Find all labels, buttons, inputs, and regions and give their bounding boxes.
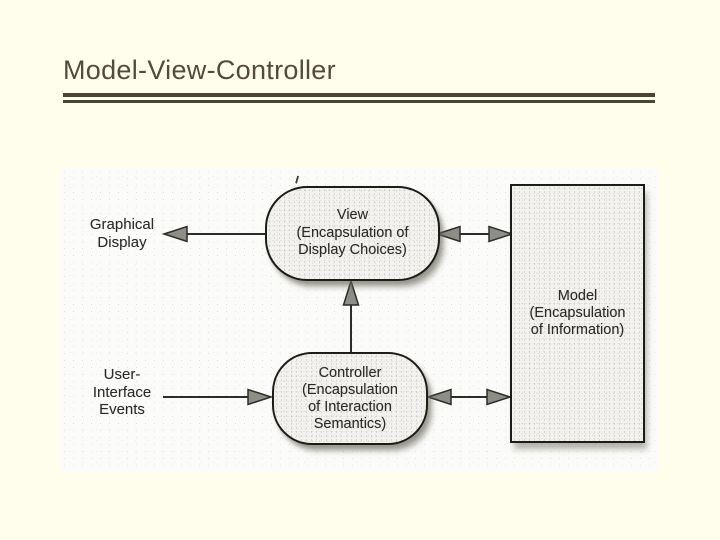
text-line: Events (99, 401, 145, 418)
text-line: Graphical (89, 216, 155, 233)
diagram-arrows (161, 225, 515, 406)
mvc-diagram-panel: Graphical Display User- Interface Events… (60, 168, 658, 472)
arrow-view-to-graphical-display (161, 225, 266, 243)
text-line: View (336, 207, 369, 224)
node-view: View (Encapsulation of Display Choices) (265, 186, 440, 281)
text-line: (Encapsulation (529, 305, 626, 321)
text-line: (Encapsulation of (296, 224, 409, 241)
node-controller: Controller (Encapsulation of Interaction… (272, 352, 428, 445)
text-line: of Information) (530, 322, 625, 338)
slide-title: Model-View-Controller (63, 55, 336, 85)
arrow-user-events-to-controller (163, 388, 274, 406)
text-line: Controller (318, 364, 382, 381)
right-arrowhead-icon (247, 388, 274, 406)
left-arrowhead-icon (434, 225, 461, 243)
text-line: Display Choices) (298, 242, 407, 259)
arrow-controller-to-view (342, 278, 360, 353)
label-user-interface-events: User- Interface Events (74, 366, 170, 419)
arrow-view-model (434, 225, 515, 243)
right-arrowhead-icon (488, 225, 515, 243)
node-model: Model (Encapsulation of Information) (510, 184, 645, 443)
right-arrowhead-icon (486, 388, 513, 406)
up-arrowhead-icon (342, 278, 360, 306)
left-arrowhead-icon (161, 225, 188, 243)
left-arrowhead-icon (425, 388, 452, 406)
text-line: Interface (92, 383, 152, 401)
text-line: Display (97, 233, 147, 251)
text-line: of Interaction (308, 398, 392, 415)
title-rule-bottom (63, 100, 655, 103)
arrow-controller-model (425, 388, 513, 406)
text-line: User- (103, 366, 141, 383)
text-line: Model (557, 288, 598, 304)
text-line: Semantics) (313, 415, 387, 432)
title-rule-top (63, 93, 655, 97)
text-line: (Encapsulation (302, 381, 398, 398)
label-graphical-display: Graphical Display (74, 216, 170, 251)
